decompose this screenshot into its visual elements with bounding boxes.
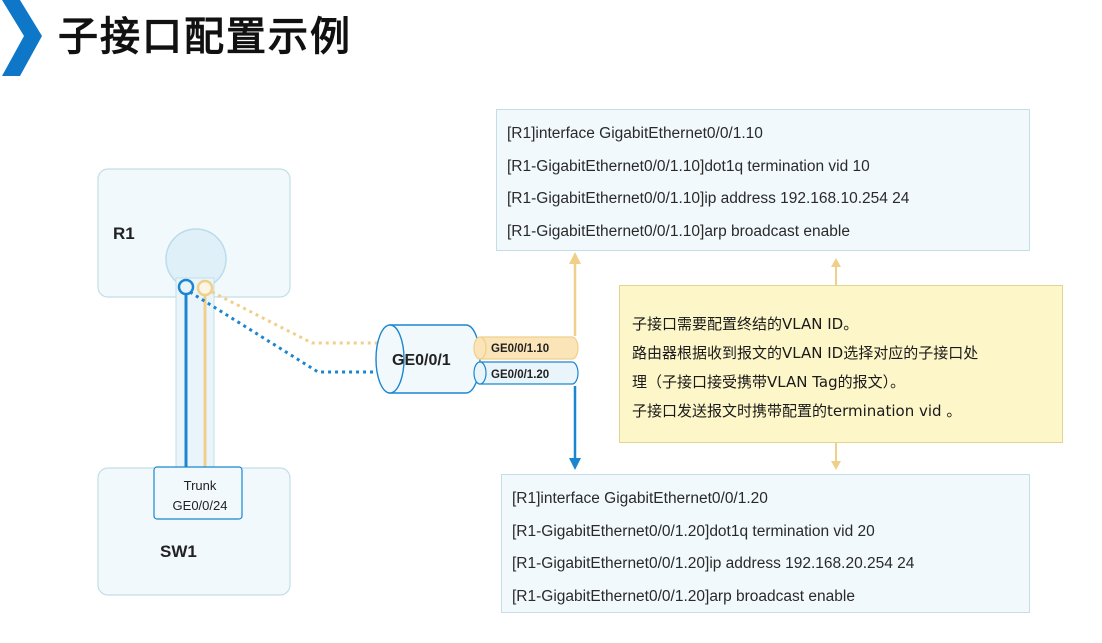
config-line: [R1-GigabitEthernet0/0/1.20]dot1q termin… xyxy=(512,522,875,540)
sub-if-20-label: GE0/0/1.20 xyxy=(491,369,549,381)
note-line: 子接口发送报文时携带配置的termination vid 。 xyxy=(632,402,962,420)
config-line: [R1-GigabitEthernet0/0/1.20]ip address 1… xyxy=(512,555,915,572)
note-line: 路由器根据收到报文的VLAN ID选择对应的子接口处 xyxy=(632,344,979,362)
page-title: 子接口配置示例 xyxy=(58,14,352,60)
yellow-port-dot xyxy=(196,279,214,297)
config-box-vlan20: [R1]interface GigabitEthernet0/0/1.20 [R… xyxy=(501,474,1030,613)
config-line: [R1-GigabitEthernet0/0/1.10]arp broadcas… xyxy=(507,222,850,240)
blue-dotted-link xyxy=(189,290,392,374)
switch-label: SW1 xyxy=(160,542,197,561)
sub-if-10-label: GE0/0/1.10 xyxy=(491,343,549,355)
chevron-icon xyxy=(2,0,42,76)
sub-if-10-tube xyxy=(473,336,579,360)
config-line: [R1]interface GigabitEthernet0/0/1.10 xyxy=(507,125,763,142)
config-line: [R1-GigabitEthernet0/0/1.10]dot1q termin… xyxy=(507,157,870,175)
blue-arrowhead xyxy=(569,458,581,470)
trunk-channel xyxy=(175,277,215,469)
note-line: 理（子接口接受携带VLAN Tag的报文）。 xyxy=(632,373,906,391)
note-box: 子接口需要配置终结的VLAN ID。 路由器根据收到报文的VLAN ID选择对应… xyxy=(619,285,1063,443)
trunk-port-label: GE0/0/24 xyxy=(173,498,228,513)
note-arrowhead-up xyxy=(831,258,841,267)
trunk-label: Trunk xyxy=(184,478,217,493)
config-line: [R1]interface GigabitEthernet0/0/1.20 xyxy=(512,490,768,507)
ge-main-cylinder xyxy=(375,324,481,394)
sub-if-20-tube xyxy=(473,361,579,385)
router-label: R1 xyxy=(113,224,135,243)
note-line: 子接口需要配置终结的VLAN ID。 xyxy=(632,315,859,333)
trunk-port-box xyxy=(153,466,243,520)
yellow-arrowhead xyxy=(569,252,581,264)
config-box-vlan10: [R1]interface GigabitEthernet0/0/1.10 [R… xyxy=(496,109,1030,251)
ge-main-label: GE0/0/1 xyxy=(392,352,451,369)
config-line: [R1-GigabitEthernet0/0/1.10]ip address 1… xyxy=(507,190,910,207)
config-line: [R1-GigabitEthernet0/0/1.20]arp broadcas… xyxy=(512,587,855,605)
note-arrowhead-down xyxy=(831,461,841,470)
blue-port-dot xyxy=(177,278,195,296)
yellow-dotted-link xyxy=(211,290,390,345)
